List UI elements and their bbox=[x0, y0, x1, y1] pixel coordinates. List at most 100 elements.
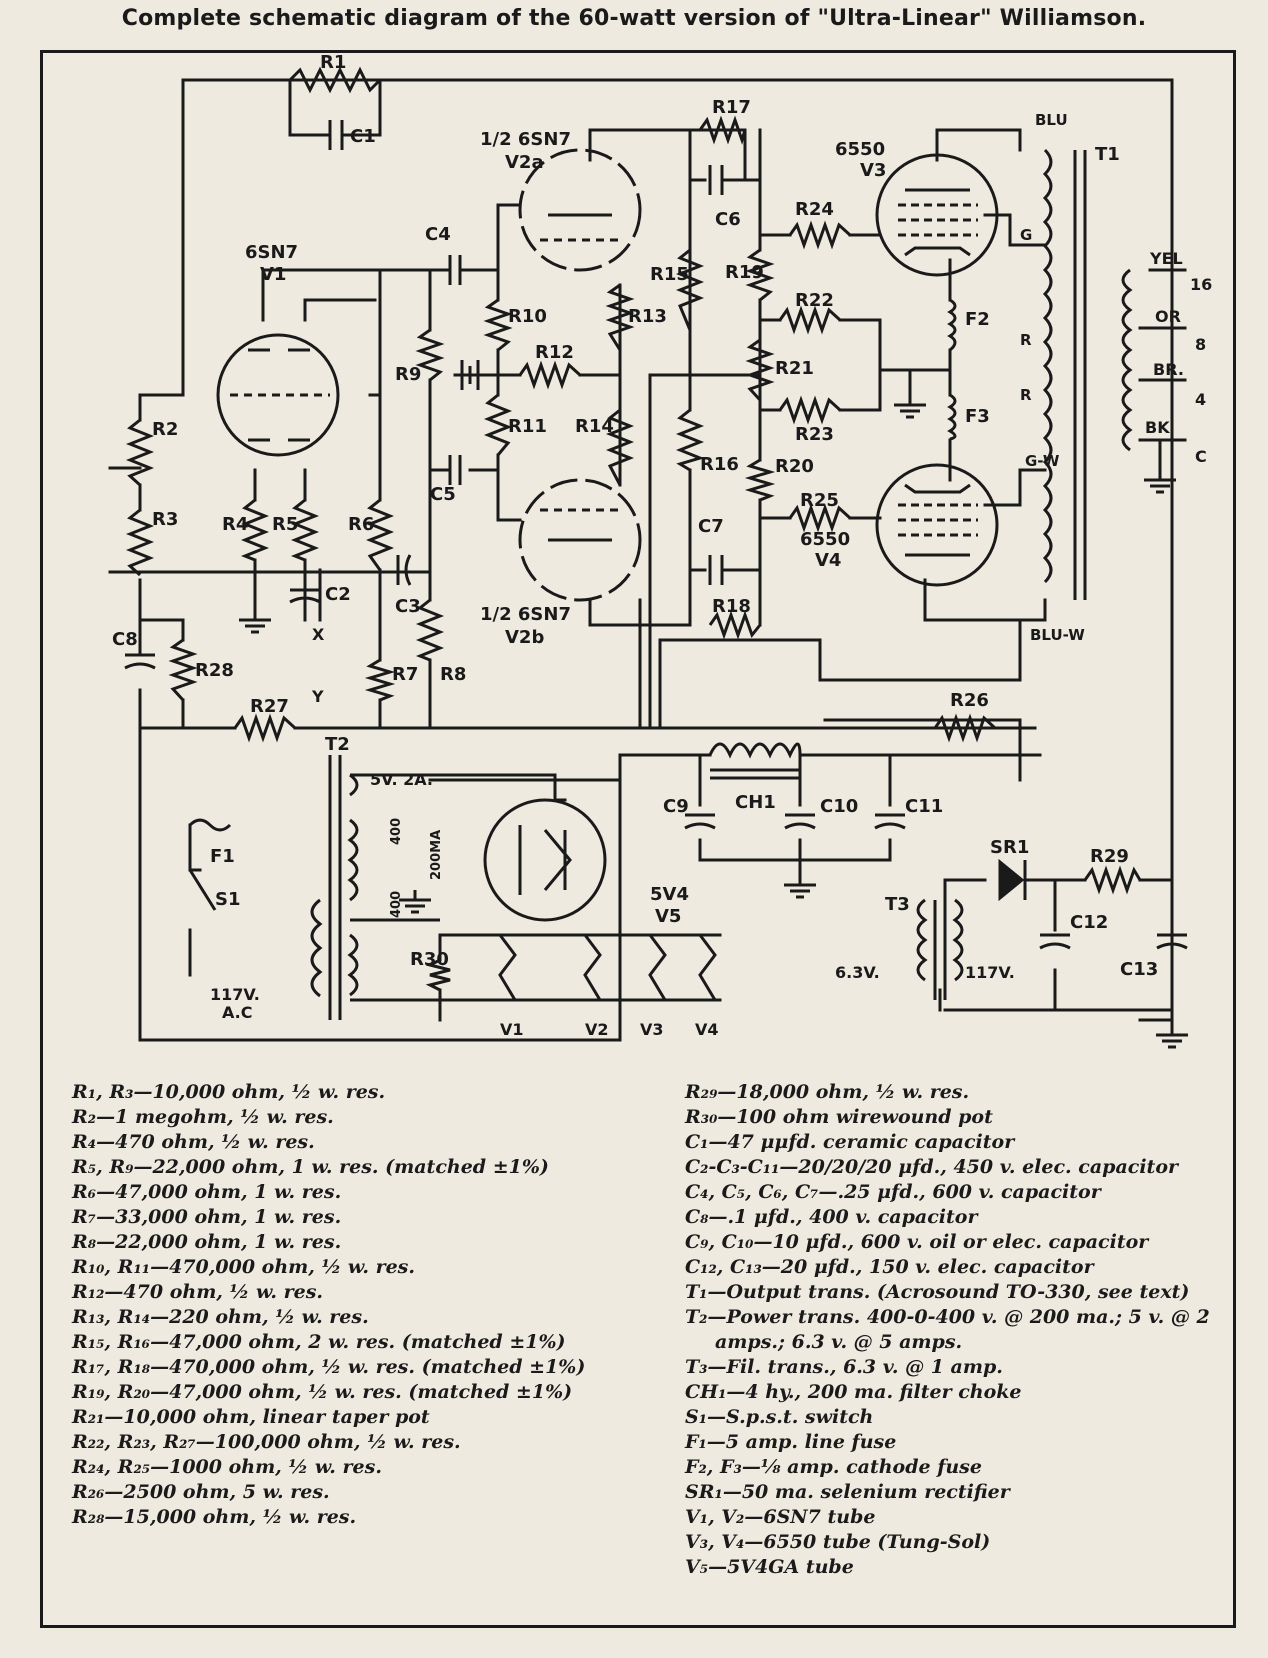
capacitor-c7 bbox=[708, 555, 724, 585]
capacitor-c8 bbox=[124, 653, 156, 670]
schematic-diagram: R1 C1 R2 R3 R4 R5 R6 R7 R8 R9 R10 R11 R1… bbox=[108, 52, 1212, 1049]
resistor-r27 bbox=[233, 713, 297, 743]
parts-list-item: R₂₁—10,000 ohm, linear taper pot bbox=[72, 1406, 430, 1428]
transformer-t3 bbox=[916, 898, 964, 1000]
label-x: X bbox=[312, 625, 325, 644]
parts-list-item: R₁₀, R₁₁—470,000 ohm, ½ w. res. bbox=[72, 1256, 415, 1278]
label-v3: V3 bbox=[860, 160, 886, 181]
label-c4: C4 bbox=[425, 224, 451, 245]
label-r10: R10 bbox=[508, 306, 547, 327]
label-ac: A.C bbox=[222, 1003, 253, 1022]
label-c8: C8 bbox=[112, 629, 138, 650]
label-br: BR. bbox=[1153, 360, 1184, 379]
label-v3-type: 6550 bbox=[835, 139, 885, 160]
label-c1: C1 bbox=[350, 126, 376, 147]
resistor-r18 bbox=[708, 610, 762, 640]
label-blu-w: BLU-W bbox=[1030, 626, 1085, 644]
label-r23: R23 bbox=[795, 424, 834, 445]
label-v5-type: 5V4 bbox=[650, 884, 689, 905]
parts-list-item: F₁—5 amp. line fuse bbox=[685, 1431, 897, 1453]
capacitor-c9 bbox=[684, 813, 716, 830]
tube-v4 bbox=[875, 463, 999, 587]
label-r24: R24 bbox=[795, 199, 834, 220]
label-v2b-type: 1/2 6SN7 bbox=[480, 604, 571, 625]
label-r15: R15 bbox=[650, 264, 689, 285]
resistor-r13 bbox=[605, 283, 635, 351]
label-r22: R22 bbox=[795, 290, 834, 311]
resistor-r8 bbox=[415, 598, 445, 662]
label-c11: C11 bbox=[905, 796, 943, 817]
label-out-4: 4 bbox=[1195, 390, 1206, 409]
parts-list-item: R₂₉—18,000 ohm, ½ w. res. bbox=[685, 1081, 970, 1103]
parts-list-item: R₂₈—15,000 ohm, ½ w. res. bbox=[72, 1506, 357, 1528]
label-out-c: C bbox=[1195, 447, 1207, 466]
rectifier-sr1 bbox=[998, 858, 1027, 902]
parts-list-item: R₆—47,000 ohm, 1 w. res. bbox=[72, 1181, 342, 1203]
transformer-t1 bbox=[1042, 148, 1133, 600]
resistor-r16 bbox=[675, 408, 705, 472]
label-y: Y bbox=[311, 687, 324, 706]
parts-list-item: T₁—Output trans. (Acrosound TO-330, see … bbox=[685, 1281, 1190, 1303]
label-r3: R3 bbox=[152, 509, 178, 530]
label-117v: 117V. bbox=[965, 963, 1015, 982]
label-r25: R25 bbox=[800, 490, 839, 511]
label-g-w: G-W bbox=[1025, 452, 1060, 470]
tubes bbox=[216, 148, 999, 922]
label-heater-v1: V1 bbox=[500, 1020, 524, 1039]
capacitors bbox=[124, 80, 1188, 950]
label-v1: V1 bbox=[260, 264, 286, 285]
label-v4-type: 6550 bbox=[800, 529, 850, 550]
label-or: OR bbox=[1155, 307, 1181, 326]
label-r13: R13 bbox=[628, 306, 667, 327]
capacitor-c13 bbox=[1156, 933, 1188, 950]
tube-v3 bbox=[875, 153, 999, 277]
label-yel: YEL bbox=[1149, 249, 1183, 268]
label-r4: R4 bbox=[222, 514, 248, 535]
parts-list-item: R₁₉, R₂₀—47,000 ohm, ½ w. res. (matched … bbox=[72, 1381, 573, 1403]
label-heater-v2: V2 bbox=[585, 1020, 609, 1039]
parts-list-item: R₂₂, R₂₃, R₂₇—100,000 ohm, ½ w. res. bbox=[72, 1431, 461, 1453]
resistor-r7 bbox=[364, 658, 396, 702]
label-f3: F3 bbox=[965, 406, 990, 427]
tube-v2b bbox=[518, 478, 642, 602]
parts-list-right: R₂₉—18,000 ohm, ½ w. res.R₃₀—100 ohm wir… bbox=[685, 1080, 1215, 1580]
resistor-r9 bbox=[415, 328, 445, 382]
resistor-r23 bbox=[778, 395, 842, 425]
choke-ch1 bbox=[708, 742, 802, 780]
label-c2: C2 bbox=[325, 584, 351, 605]
resistor-r11 bbox=[483, 393, 513, 456]
parts-list-item: C₄, C₅, C₆, C₇—.25 μfd., 600 v. capacito… bbox=[685, 1181, 1101, 1203]
parts-list-item: CH₁—4 hy., 200 ma. filter choke bbox=[685, 1381, 1022, 1403]
resistor-r24 bbox=[788, 220, 852, 250]
label-400-a: 400 bbox=[389, 818, 404, 845]
label-c9: C9 bbox=[663, 796, 689, 817]
label-ch1: CH1 bbox=[735, 792, 776, 813]
label-r16: R16 bbox=[700, 454, 739, 475]
label-c3: C3 bbox=[395, 596, 421, 617]
parts-list-left: R₁, R₃—10,000 ohm, ½ w. res. R₂—1 megohm,… bbox=[72, 1080, 632, 1530]
label-out-16: 16 bbox=[1190, 275, 1212, 294]
tube-v5 bbox=[483, 798, 607, 922]
label-r11: R11 bbox=[508, 416, 547, 437]
label-r1: R1 bbox=[320, 52, 346, 73]
label-t1: T1 bbox=[1095, 144, 1120, 165]
parts-list-item: R₁₅, R₁₆—47,000 ohm, 2 w. res. (matched … bbox=[72, 1331, 566, 1353]
label-r5: R5 bbox=[272, 514, 298, 535]
label-f1: F1 bbox=[210, 846, 235, 867]
bias-cell bbox=[460, 360, 480, 390]
parts-list-item: V₅—5V4GA tube bbox=[685, 1556, 854, 1578]
resistor-r20 bbox=[744, 458, 776, 502]
capacitor-c3 bbox=[396, 554, 412, 586]
capacitor-c11 bbox=[874, 813, 906, 830]
resistor-r15 bbox=[675, 248, 705, 331]
label-r28: R28 bbox=[195, 660, 234, 681]
label-v5: V5 bbox=[655, 906, 681, 927]
parts-list-item: R₄—470 ohm, ½ w. res. bbox=[72, 1131, 315, 1153]
parts-list-item: C₈—.1 μfd., 400 v. capacitor bbox=[685, 1206, 978, 1228]
parts-list-item: R₂—1 megohm, ½ w. res. bbox=[72, 1106, 334, 1128]
heater-links bbox=[498, 934, 717, 1001]
wiring bbox=[108, 78, 1187, 1042]
fuse-f3 bbox=[947, 393, 957, 441]
parts-list-item: C₂-C₃-C₁₁—20/20/20 μfd., 450 v. elec. ca… bbox=[685, 1156, 1178, 1178]
parts-list-item: R₁, R₃—10,000 ohm, ½ w. res. bbox=[72, 1081, 386, 1103]
